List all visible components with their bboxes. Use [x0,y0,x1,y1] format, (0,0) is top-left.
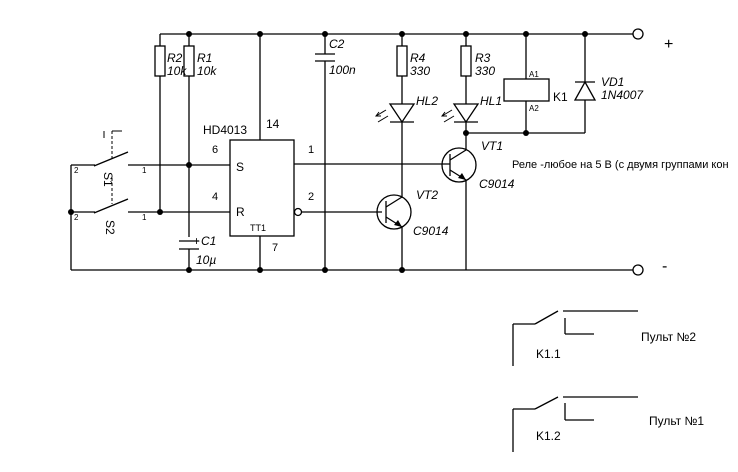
k11-label: Пульт №2 [641,330,696,344]
r3-value: 330 [475,64,495,78]
relay-k1: A1 A2 K1 Реле -любое на 5 В (с двумя гру… [466,34,729,171]
ic-pin4: 4 [212,191,218,203]
ic-pin6: 6 [212,144,218,156]
s1-pin1: 1 [142,166,147,175]
led-hl2: HL2 [375,94,438,197]
r1-value: 10k [197,64,217,78]
relay-pin-a2: A2 [529,104,539,113]
s2-pin1: 1 [142,213,147,222]
resistor-r3: R3 330 [460,34,495,104]
r2-value: 10k [167,64,187,78]
ic-pin-s: S [236,160,244,174]
s2-pin2: 2 [74,213,79,222]
vd1-type: 1N4007 [601,88,644,102]
ic-pin7: 7 [272,242,278,254]
ic-q-inverted-bubble [293,207,303,217]
positive-label: + [664,36,673,53]
transistor-vt1: VT1 C9014 [441,139,515,270]
c1-ref: C1 [201,234,216,248]
contact-k1-1: K1.1 Пульт №2 [512,310,696,366]
s2-ref: S2 [103,220,117,235]
capacitor-c1: C1 + 10µ [179,234,216,270]
s1-pin2: 2 [74,166,79,175]
resistor-r2: R2 10k [154,34,187,211]
c2-value: 100n [329,63,356,77]
switch-s2: S2 2 1 [71,178,230,235]
ic-hd4013: HD4013 14 S R TT1 6 4 1 2 7 [203,34,450,270]
c1-plus: + [193,234,200,248]
k12-ref: K1.2 [536,429,561,443]
diode-vd1: VD1 1N4007 [573,34,644,133]
ic-ref: TT1 [250,223,266,233]
resistor-r1: R1 10k [183,34,217,237]
junction-dots [68,31,588,273]
k12-label: Пульт №1 [649,414,704,428]
capacitor-c2: C2 100n [315,34,356,270]
c2-ref: C2 [329,37,345,51]
k11-ref: K1.1 [536,347,561,361]
r2-ref: R2 [167,51,183,65]
r4-value: 330 [410,64,430,78]
transistor-vt2: VT2 C9014 [376,188,449,270]
relay-note: Реле -любое на 5 В (с двумя группами кон [512,159,729,171]
ic-name: HD4013 [203,123,247,137]
positive-rail: + [160,28,673,53]
negative-terminal [632,264,644,276]
r4-ref: R4 [410,51,426,65]
c1-value: 10µ [196,253,216,267]
s1-ref: S1 [101,172,115,187]
r3-ref: R3 [475,51,491,65]
resistor-r4: R4 330 [396,34,430,104]
r1-ref: R1 [197,51,212,65]
relay-ref: K1 [553,90,568,104]
led-hl1: HL1 [441,94,502,150]
hl1-ref: HL1 [480,94,502,108]
vt1-ref: VT1 [481,139,503,153]
vt2-type: C9014 [413,224,449,238]
ground-rail: - [71,258,667,276]
ic-pin-r: R [236,205,245,219]
vt2-ref: VT2 [416,188,438,202]
vt1-type: C9014 [479,177,515,191]
positive-terminal [632,28,644,40]
hl2-ref: HL2 [416,94,438,108]
ic-pin2: 2 [308,191,314,203]
vd1-ref: VD1 [601,75,624,89]
switch-s1: S1 2 1 [71,130,230,187]
ic-pin14: 14 [266,117,280,131]
contact-k1-2: K1.2 Пульт №1 [512,396,704,452]
relay-pin-a1: A1 [529,70,539,79]
ic-pin1: 1 [308,144,314,156]
negative-label: - [662,258,667,275]
